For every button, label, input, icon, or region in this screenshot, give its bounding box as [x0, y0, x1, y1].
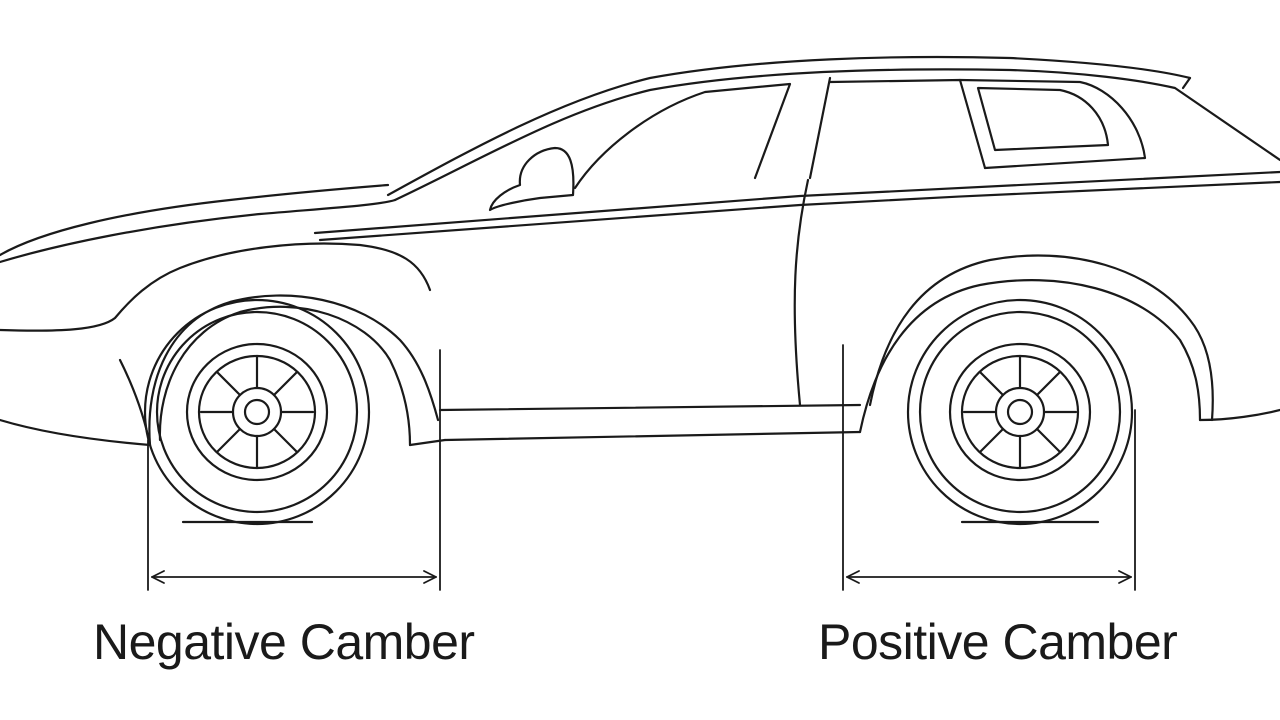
positive-camber-dimension [842, 344, 1136, 591]
negative-camber-dimension [147, 349, 441, 591]
front-wheel [143, 298, 371, 526]
positive-camber-label: Positive Camber [818, 614, 1178, 670]
negative-camber-label: Negative Camber [93, 614, 475, 670]
car-body [0, 55, 1280, 447]
rear-wheel [906, 298, 1134, 526]
